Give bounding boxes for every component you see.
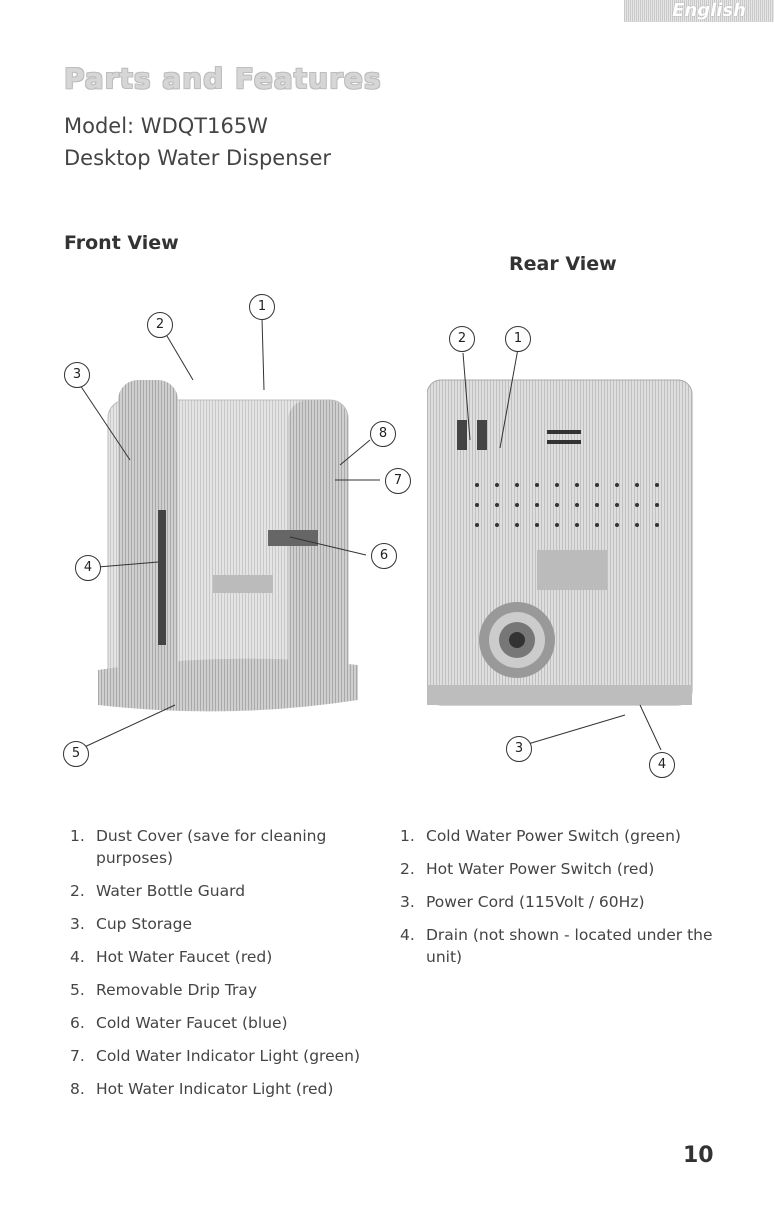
rear-callout-2: 2 (449, 326, 475, 352)
front-callout-1: 1 (249, 294, 275, 320)
product-name: Desktop Water Dispenser (64, 146, 332, 170)
page-title: Parts and Features (64, 62, 382, 95)
front-callout-5: 5 (63, 741, 89, 767)
rear-callout-3: 3 (506, 736, 532, 762)
rear-callout-1: 1 (505, 326, 531, 352)
rear-view-title: Rear View (509, 253, 617, 275)
list-item: 7.Cold Water Indicator Light (green) (70, 1047, 361, 1065)
list-item: 2.Water Bottle Guard (70, 882, 246, 900)
list-item: 3.Cup Storage (70, 915, 193, 933)
front-callout-8: 8 (370, 421, 396, 447)
list-item: 6.Cold Water Faucet (blue) (70, 1014, 288, 1032)
language-tab: English (624, 0, 774, 22)
front-parts-list: 1.Dust Cover (save for cleaning purposes… (70, 825, 370, 1111)
list-item: 3.Power Cord (115Volt / 60Hz) (400, 893, 645, 911)
front-callout-4: 4 (75, 555, 101, 581)
rear-parts-list: 1.Cold Water Power Switch (green) 2.Hot … (400, 825, 720, 979)
front-callout-7: 7 (385, 468, 411, 494)
list-item: 4.Hot Water Faucet (red) (70, 948, 273, 966)
list-item: 1.Cold Water Power Switch (green) (400, 827, 681, 845)
list-item: 2.Hot Water Power Switch (red) (400, 860, 655, 878)
model-number: Model: WDQT165W (64, 114, 268, 138)
list-item: 8.Hot Water Indicator Light (red) (70, 1080, 334, 1098)
list-item: 5.Removable Drip Tray (70, 981, 258, 999)
front-callout-6: 6 (371, 543, 397, 569)
rear-view-image (427, 350, 697, 710)
front-callout-3: 3 (64, 362, 90, 388)
front-view-title: Front View (64, 232, 179, 254)
front-callout-2: 2 (147, 312, 173, 338)
list-item: 1.Dust Cover (save for cleaning purposes… (70, 827, 327, 867)
front-view-image (98, 380, 358, 720)
rear-callout-4: 4 (649, 752, 675, 778)
list-item: 4.Drain (not shown - located under the u… (400, 926, 713, 966)
page-number: 10 (683, 1143, 714, 1168)
